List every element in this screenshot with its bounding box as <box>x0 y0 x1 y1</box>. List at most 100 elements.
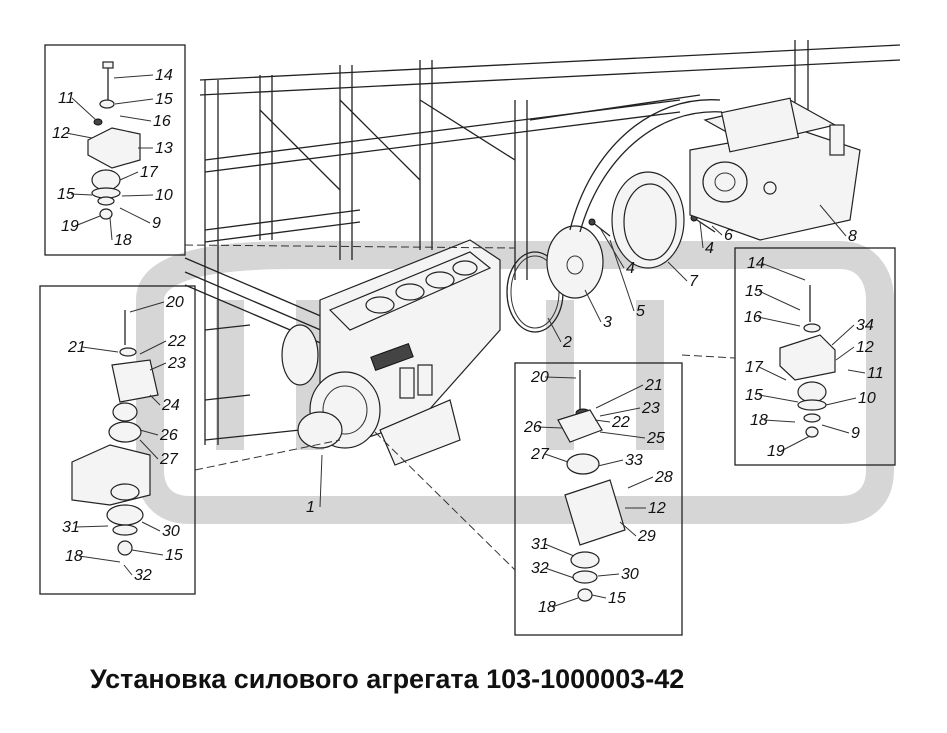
callout-number: 16 <box>153 113 171 130</box>
callout-number: 34 <box>856 317 874 334</box>
callout-number: 4 <box>626 260 635 277</box>
leader-line <box>129 301 165 313</box>
leader-line <box>825 397 857 406</box>
callout-number: 18 <box>750 412 768 429</box>
leader-line <box>711 225 723 236</box>
leader-line <box>597 459 624 467</box>
leader-line <box>319 454 323 508</box>
leader-line <box>591 594 607 599</box>
diagram-title: Установка силового агрегата 103-1000003-… <box>90 664 685 694</box>
leader-line <box>595 384 644 409</box>
callout-number: 17 <box>140 164 159 181</box>
callout-number: 22 <box>167 333 186 350</box>
callout-number: 18 <box>65 548 83 565</box>
detail-box-top-left <box>44 44 186 256</box>
leader-line <box>780 435 811 452</box>
callout-number: 15 <box>165 547 183 564</box>
leader-line <box>599 407 641 417</box>
leader-line <box>619 521 637 537</box>
callout-number: 15 <box>155 91 173 108</box>
callout-number: 6 <box>724 227 733 244</box>
leader-line <box>544 543 575 557</box>
leader-line <box>71 97 97 121</box>
leader-line <box>819 204 847 237</box>
leader-line <box>119 207 151 224</box>
callout-number: 20 <box>530 369 549 386</box>
callout-number: 12 <box>52 125 70 142</box>
callout-number: 21 <box>644 377 663 394</box>
callout-number: 15 <box>57 186 75 203</box>
callout-number: 15 <box>608 590 626 607</box>
callout-number: 10 <box>155 187 173 204</box>
callout-number: 21 <box>67 339 86 356</box>
detail-box-left <box>39 285 196 595</box>
leader-line <box>78 555 121 563</box>
callout-number: 1 <box>306 499 315 516</box>
leader-line <box>149 394 161 406</box>
callout-number: 7 <box>689 273 699 290</box>
leader-line <box>74 215 101 227</box>
callout-number: 12 <box>648 500 666 517</box>
callout-number: 20 <box>165 294 184 311</box>
leader-line <box>835 346 855 361</box>
callout-number: 24 <box>161 397 180 414</box>
callout-number: 33 <box>625 452 643 469</box>
mount-assembly-top-left <box>87 61 141 220</box>
callout-number: 11 <box>58 90 75 107</box>
callout-number: 9 <box>152 215 161 232</box>
callout-number: 9 <box>851 425 860 442</box>
leader-line <box>594 419 611 423</box>
callout-number: 10 <box>858 390 876 407</box>
callout-number: 31 <box>62 519 80 536</box>
leader-line <box>139 439 159 460</box>
callout-number: 27 <box>159 451 179 468</box>
leader-line <box>141 521 161 532</box>
flywheel-disc <box>546 225 604 299</box>
leader-line <box>699 221 704 249</box>
callout-number: 15 <box>745 387 763 404</box>
chassis-frame <box>184 40 901 445</box>
callout-number: 5 <box>636 303 645 320</box>
leader-line <box>847 369 866 374</box>
callout-number: 32 <box>134 567 152 584</box>
gearbox <box>689 97 861 241</box>
leader-line <box>584 289 602 323</box>
callout-number: 30 <box>621 566 639 583</box>
leader-line <box>831 324 855 346</box>
callout-number: 13 <box>155 140 173 157</box>
callout-number: 32 <box>531 560 549 577</box>
leader-line <box>139 340 167 355</box>
leader-line <box>547 317 562 343</box>
leader-line <box>760 262 806 281</box>
detail-box-right <box>734 247 896 466</box>
leader-line <box>757 316 801 327</box>
leader-line <box>758 366 787 381</box>
callout-number: 19 <box>61 218 79 235</box>
leader-line <box>139 429 159 436</box>
leader-line <box>131 549 164 556</box>
leader-line <box>544 453 569 463</box>
leader-line <box>75 525 109 528</box>
callout-number: 28 <box>654 469 673 486</box>
callout-number: 31 <box>531 536 549 553</box>
leader-line <box>758 290 801 311</box>
leader-line <box>763 419 796 423</box>
engine-block <box>281 239 501 466</box>
leader-line <box>149 362 167 371</box>
callout-number: 22 <box>611 414 630 431</box>
leader-line <box>599 227 625 269</box>
leader-line <box>551 597 579 608</box>
mount-assembly-left <box>71 310 159 556</box>
callout-number: 26 <box>159 427 178 444</box>
leader-line <box>537 426 563 429</box>
callout-number: 14 <box>747 255 765 272</box>
leader-line <box>544 376 577 379</box>
leader-line <box>599 431 646 439</box>
leader-line <box>114 98 154 105</box>
callout-number: 16 <box>744 309 762 326</box>
callout-number: 17 <box>745 359 764 376</box>
callout-number: 14 <box>155 67 173 84</box>
detail-box-bottom-center <box>514 362 683 636</box>
leader-line <box>609 239 635 312</box>
